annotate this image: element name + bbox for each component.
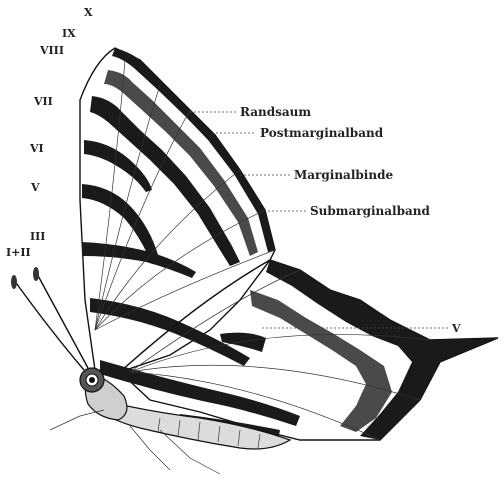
eye-pupil [89, 377, 95, 383]
vein-label-i-ii: I+II [6, 246, 31, 259]
leg-1 [50, 410, 104, 430]
vein-label-v: V [30, 181, 40, 194]
antenna-club-2 [33, 267, 39, 281]
label-hind-vein-v: V [451, 322, 461, 335]
antenna-club-1 [11, 275, 17, 289]
vein-label-x: X [84, 6, 93, 19]
body [11, 267, 290, 474]
vein-label-ix: IX [62, 27, 76, 40]
vein-label-iii: III [30, 230, 45, 243]
vein-label-vi: VI [29, 142, 44, 155]
antenna-1 [14, 280, 84, 370]
hindwing-outer-band [266, 260, 498, 440]
vein-label-vii: VII [33, 95, 53, 108]
label-randsaum: Randsaum [240, 105, 311, 119]
label-submarginalband: Submarginalband [310, 204, 430, 218]
label-marginalbinde: Marginalbinde [294, 168, 393, 182]
vein-label-viii: VIII [39, 44, 64, 57]
stripe-3 [82, 242, 196, 278]
label-postmarginalband: Postmarginalband [260, 126, 384, 140]
